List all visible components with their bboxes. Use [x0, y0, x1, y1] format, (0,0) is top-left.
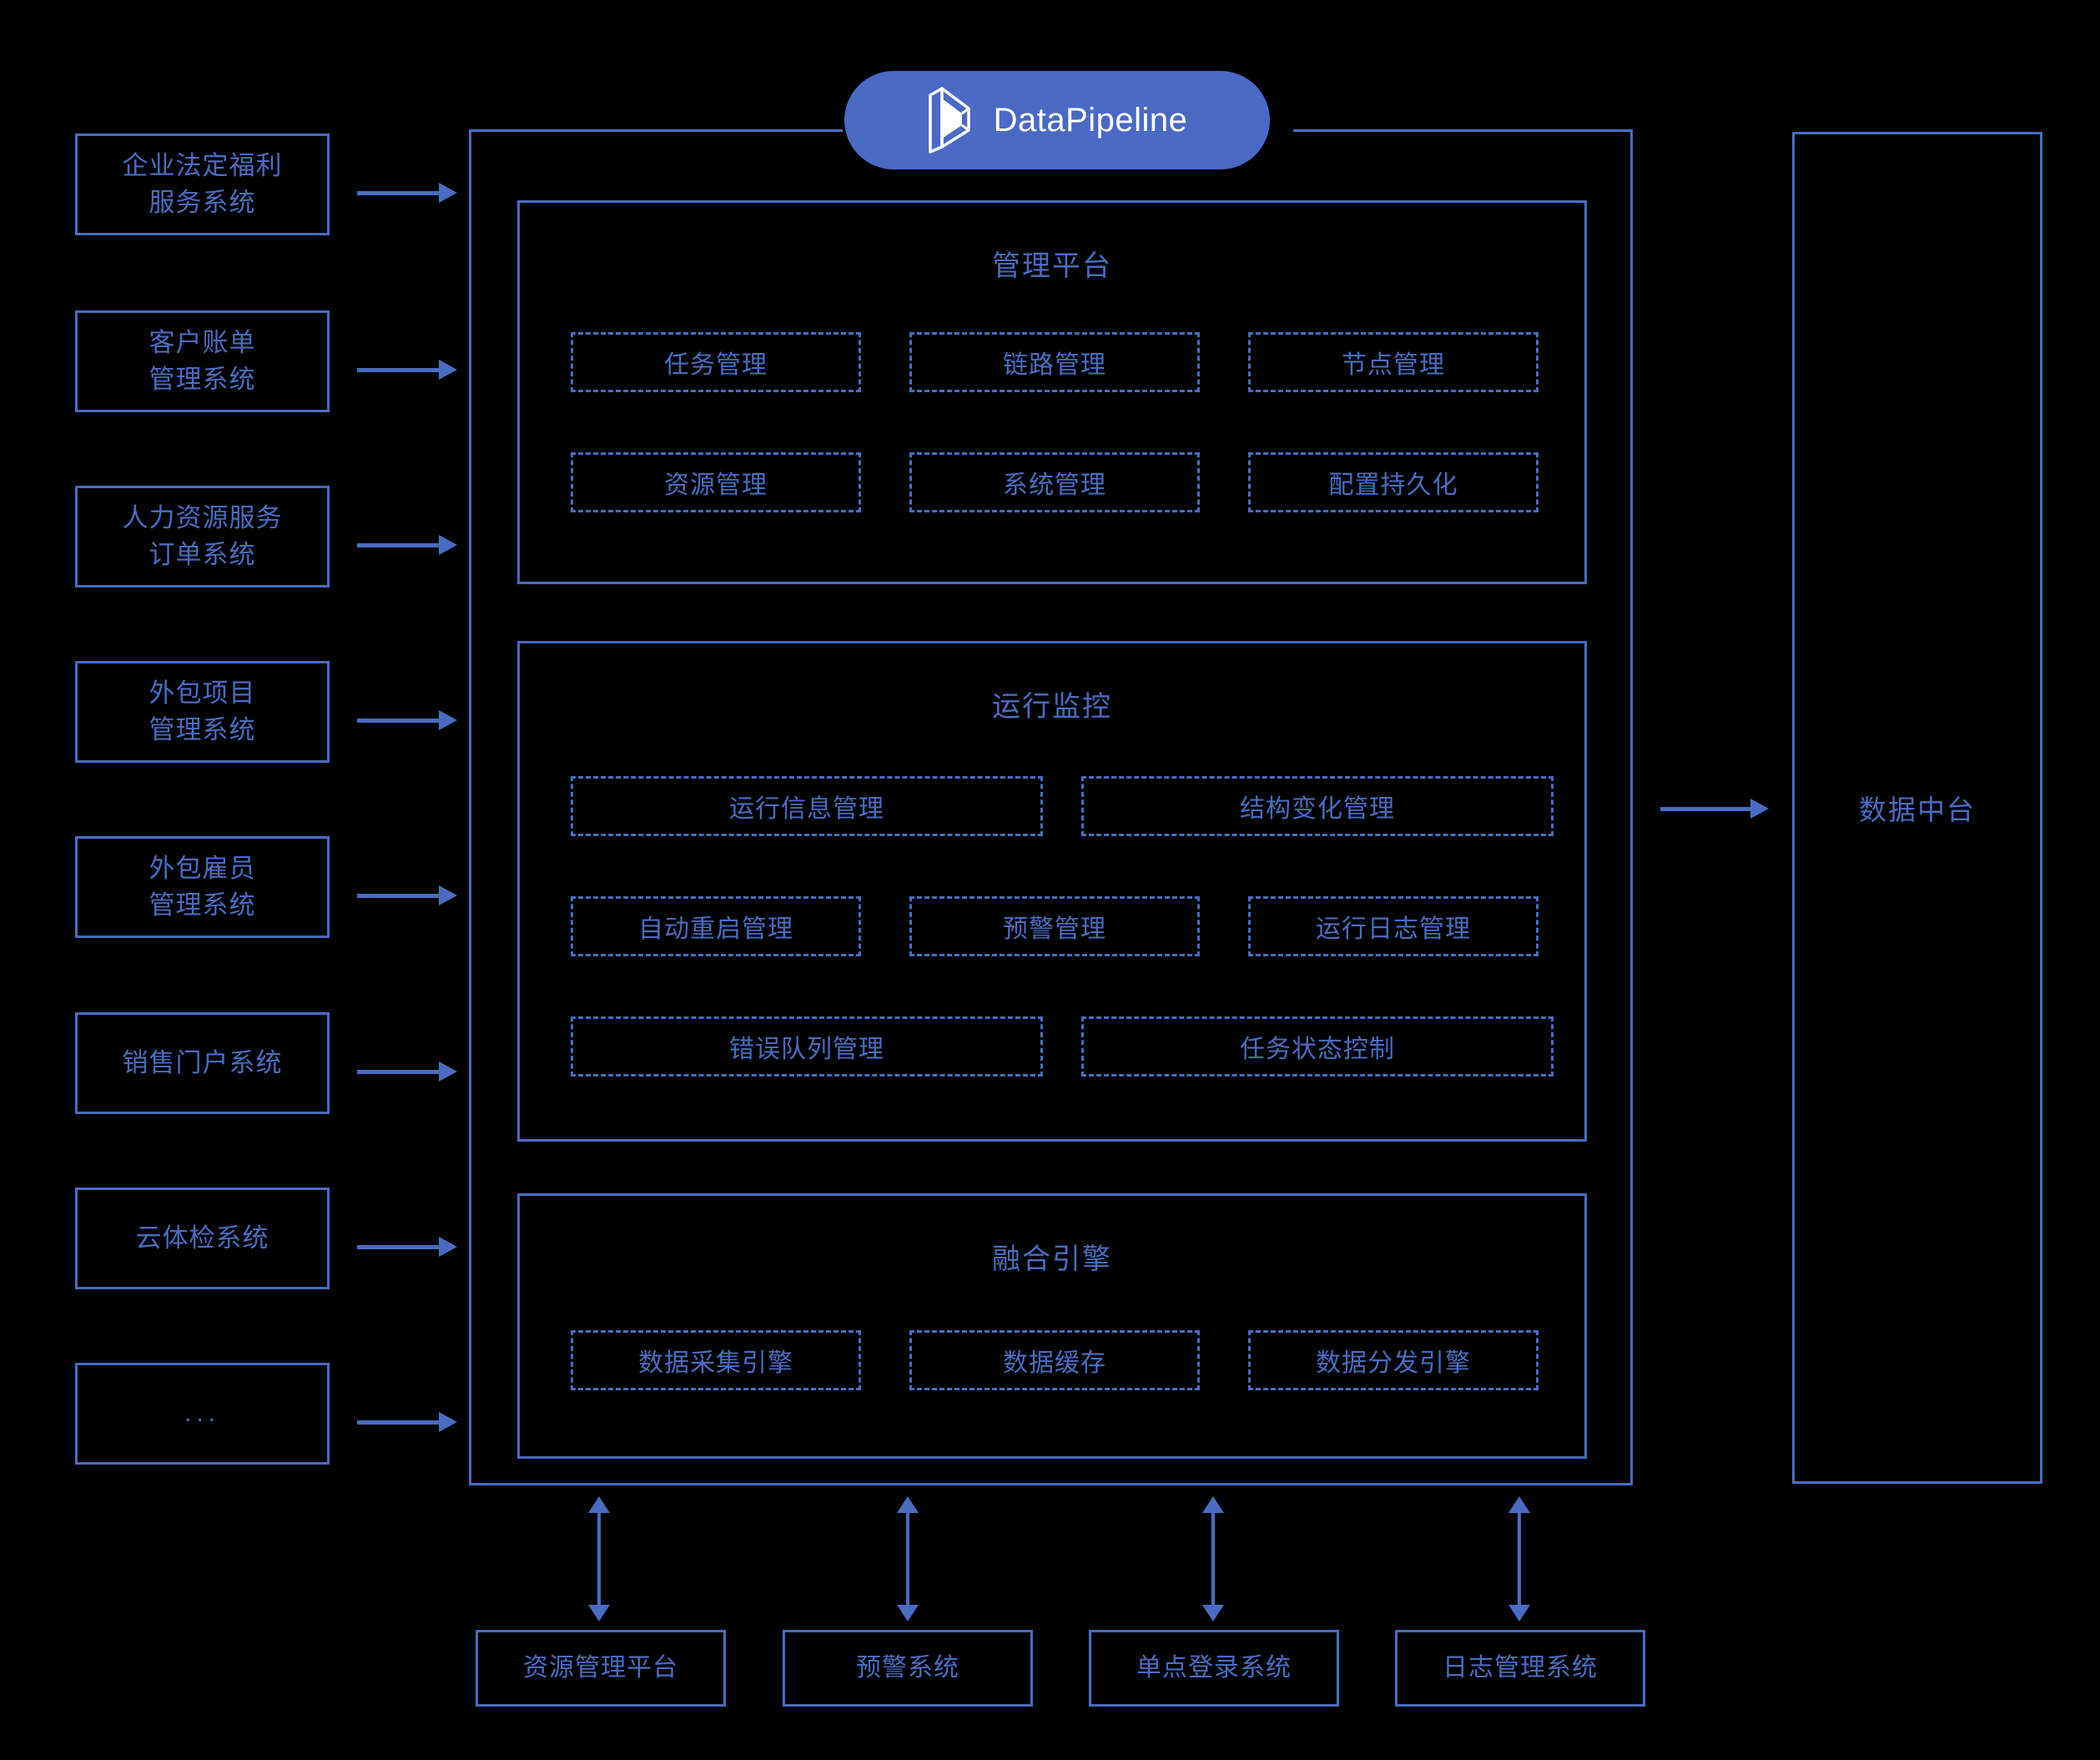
bidirectional-arrow — [1508, 1496, 1530, 1621]
section-management-platform: 管理平台 — [517, 200, 1587, 584]
flow-arrow-right — [357, 885, 457, 905]
source-system-line: 订单系统 — [149, 540, 256, 569]
module-box[interactable]: 数据缓存 — [909, 1330, 1200, 1390]
flow-arrow-right — [357, 710, 457, 730]
source-system-box[interactable]: 外包雇员 管理系统 — [75, 836, 330, 938]
supporting-platform-box[interactable]: 日志管理系统 — [1395, 1630, 1645, 1707]
source-system-box[interactable]: 人力资源服务 订单系统 — [75, 486, 330, 588]
module-box[interactable]: 链路管理 — [909, 332, 1200, 392]
source-system-line: 服务系统 — [149, 188, 256, 217]
module-box[interactable]: 数据分发引擎 — [1248, 1330, 1538, 1390]
section-title: 管理平台 — [992, 250, 1112, 282]
supporting-platform-label: 单点登录系统 — [1136, 1653, 1292, 1682]
data-middle-platform-box[interactable]: 数据中台 — [1792, 132, 2042, 1484]
source-system-box[interactable]: 企业法定福利 服务系统 — [75, 134, 330, 235]
flow-arrow-right — [357, 1062, 457, 1082]
flow-arrow-right — [357, 1237, 457, 1257]
source-system-line: 企业法定福利 — [122, 150, 283, 180]
source-system-box[interactable]: 外包项目 管理系统 — [75, 661, 330, 763]
module-box[interactable]: 自动重启管理 — [571, 896, 861, 956]
source-system-line: 人力资源服务 — [122, 502, 283, 532]
source-system-line: 管理系统 — [149, 890, 256, 920]
bidirectional-arrow — [897, 1496, 919, 1621]
supporting-platform-box[interactable]: 资源管理平台 — [476, 1630, 726, 1707]
data-middle-platform-label: 数据中台 — [1859, 794, 1976, 825]
module-box[interactable]: 节点管理 — [1248, 332, 1538, 392]
section-runtime-monitoring: 运行监控 — [517, 641, 1587, 1142]
datapipeline-logo-badge: DataPipeline — [844, 71, 1270, 169]
section-title: 运行监控 — [992, 691, 1112, 723]
module-box[interactable]: 运行信息管理 — [571, 776, 1043, 836]
module-box[interactable]: 预警管理 — [909, 896, 1200, 956]
supporting-platform-label: 预警系统 — [856, 1653, 959, 1682]
brand-name: DataPipeline — [993, 101, 1188, 139]
flow-arrow-right — [357, 1412, 457, 1432]
source-system-box[interactable]: 云体检系统 — [75, 1188, 330, 1289]
flow-arrow-right — [357, 535, 457, 555]
supporting-platform-label: 资源管理平台 — [523, 1653, 678, 1682]
source-system-box[interactable]: 客户账单 管理系统 — [75, 310, 330, 412]
source-system-line: ... — [184, 1399, 220, 1427]
module-box[interactable]: 任务状态控制 — [1081, 1016, 1554, 1077]
section-fusion-engine: 融合引擎 — [517, 1193, 1587, 1459]
bidirectional-arrow — [588, 1496, 610, 1621]
flow-arrow-right — [357, 183, 457, 203]
bidirectional-arrow — [1202, 1496, 1224, 1621]
module-box[interactable]: 结构变化管理 — [1081, 776, 1554, 836]
module-box[interactable]: 运行日志管理 — [1248, 896, 1538, 956]
source-system-line: 云体检系统 — [135, 1223, 269, 1253]
source-system-box[interactable]: ... — [75, 1363, 330, 1465]
module-box[interactable]: 错误队列管理 — [571, 1016, 1043, 1077]
module-box[interactable]: 系统管理 — [909, 452, 1200, 512]
module-box[interactable]: 资源管理 — [571, 452, 861, 512]
module-box[interactable]: 数据采集引擎 — [571, 1330, 861, 1390]
datapipeline-prism-logo-icon — [928, 87, 970, 154]
supporting-platform-box[interactable]: 预警系统 — [783, 1630, 1033, 1707]
flow-arrow-right — [357, 360, 457, 380]
supporting-platform-box[interactable]: 单点登录系统 — [1089, 1630, 1339, 1707]
module-box[interactable]: 配置持久化 — [1248, 452, 1538, 512]
module-box[interactable]: 任务管理 — [571, 332, 861, 392]
source-system-line: 客户账单 — [149, 327, 256, 357]
section-title: 融合引擎 — [992, 1243, 1112, 1275]
source-system-line: 管理系统 — [149, 715, 256, 744]
output-flow-arrow — [1660, 799, 1769, 819]
supporting-platform-label: 日志管理系统 — [1443, 1653, 1598, 1682]
source-system-line: 外包项目 — [149, 678, 256, 708]
source-system-box[interactable]: 销售门户系统 — [75, 1012, 330, 1114]
source-system-line: 销售门户系统 — [122, 1047, 283, 1077]
source-system-line: 管理系统 — [149, 365, 256, 394]
source-system-line: 外包雇员 — [149, 853, 256, 883]
